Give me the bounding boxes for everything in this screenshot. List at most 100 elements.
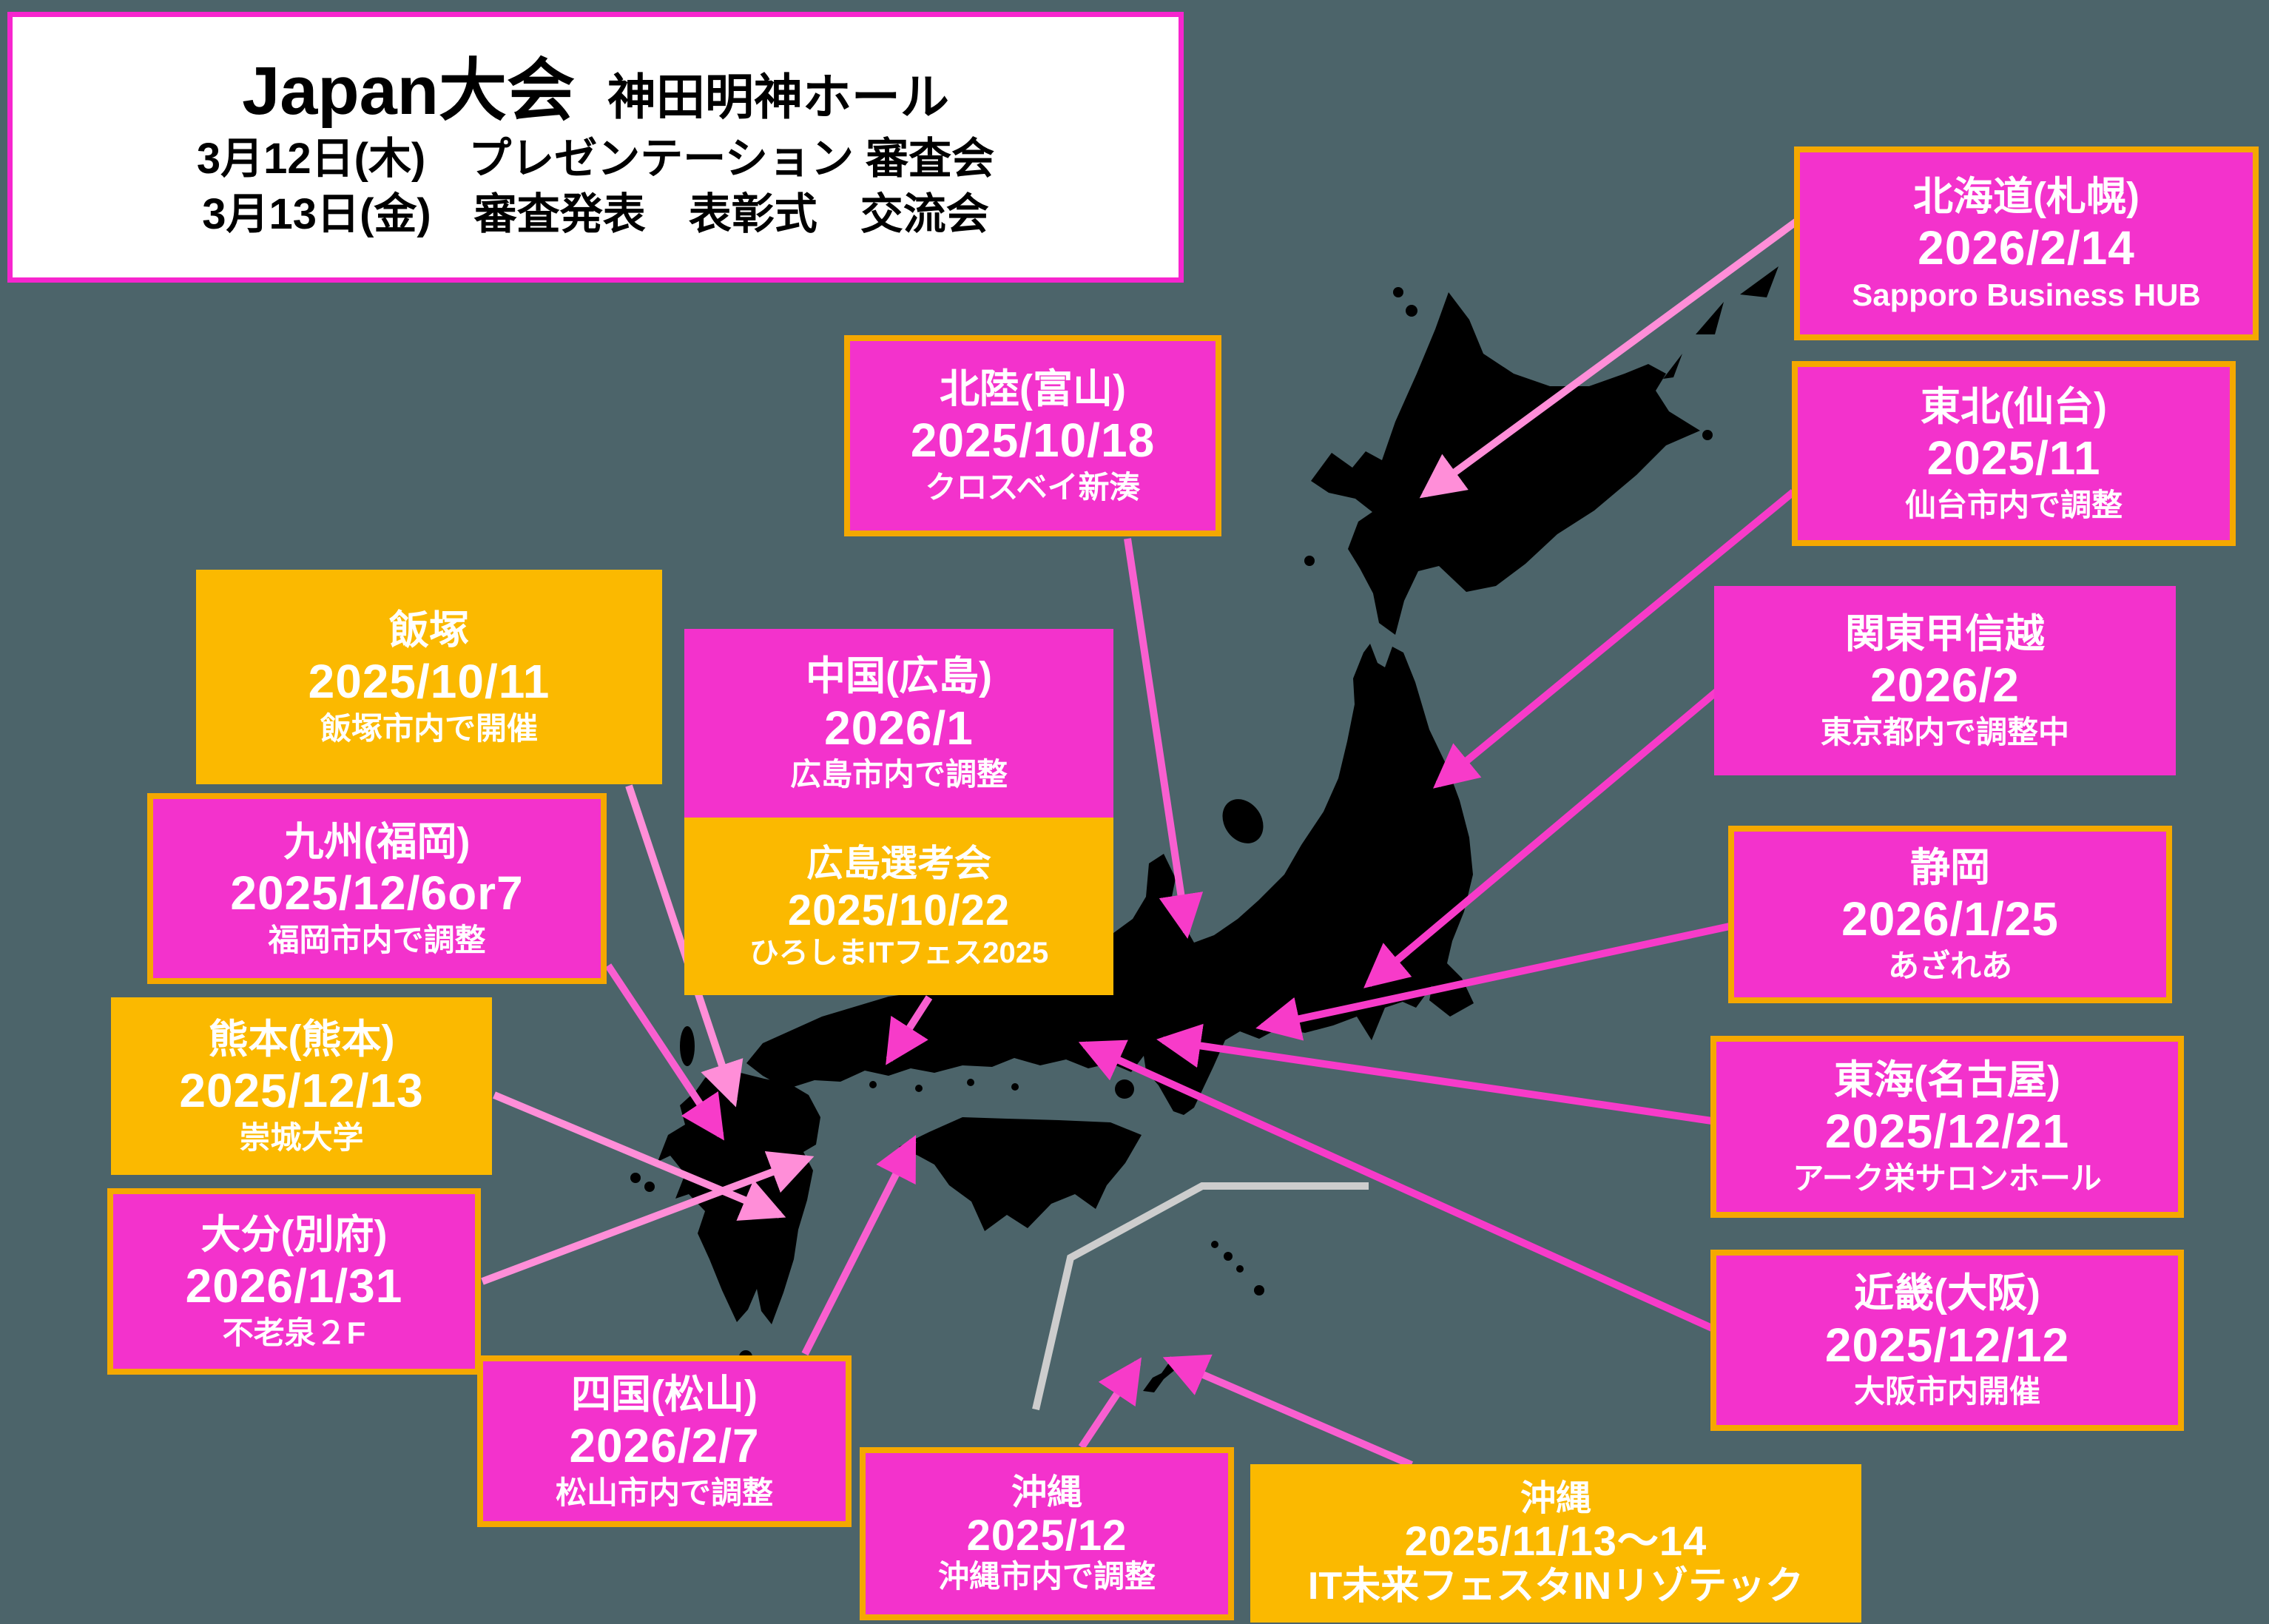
region-box-hokkaido: 北海道(札幌) 2026/2/14 Sapporo Business HUB: [1794, 146, 2259, 340]
region-box-shikoku: 四国(松山) 2026/2/7 松山市内で調整: [477, 1355, 852, 1527]
title-day2: 3月13日(金) 審査発表 表彰式 交流会: [202, 189, 989, 238]
arrow-hokkaido: [1419, 217, 1800, 499]
arrow-kumamoto: [493, 1091, 786, 1221]
region-venue: 松山市内で調整: [555, 1475, 773, 1510]
map-amami-island: [1254, 1285, 1264, 1296]
map-island: [1673, 418, 1683, 428]
title-hall: [594, 70, 607, 124]
region-date: 2025/10/22: [787, 886, 1011, 934]
region-venue: 福岡市内で調整: [268, 922, 486, 957]
region-venue: クロスベイ新湊: [925, 469, 1141, 505]
region-venue: 不老泉２F: [222, 1315, 366, 1350]
region-date: 2025/12/13: [179, 1064, 424, 1118]
region-date: 2025/10/18: [910, 414, 1156, 468]
region-title: 飯塚: [389, 607, 469, 653]
title-day1: 3月12日(木) プレゼンテーション 審査会: [196, 134, 995, 183]
region-date: 2025/12: [966, 1512, 1127, 1560]
region-title: 四国(松山): [571, 1372, 758, 1417]
region-title: 北陸(富山): [940, 366, 1126, 411]
region-box-iizuka: 飯塚 2025/10/11 飯塚市内で開催: [196, 570, 662, 784]
region-box-tohoku: 東北(仙台) 2025/11 仙台市内で調整: [1792, 361, 2236, 546]
region-box-hiroshima-senkokai: 広島選考会 2025/10/22 ひろしまITフェス2025: [684, 818, 1113, 995]
map-island: [1304, 556, 1315, 566]
map-tsushima: [680, 1026, 695, 1066]
region-date: 2026/2/14: [1918, 221, 2135, 275]
map-amami-island: [1236, 1265, 1244, 1273]
region-title: 北海道(札幌): [1913, 174, 2140, 219]
region-title: 広島選考会: [806, 842, 991, 884]
region-title: 近畿(大阪): [1854, 1271, 2040, 1316]
region-venue: 飯塚市内で開催: [320, 710, 538, 746]
region-box-hokuriku: 北陸(富山) 2025/10/18 クロスベイ新湊: [844, 335, 1221, 536]
region-title: 九州(福岡): [283, 819, 471, 864]
map-island: [1702, 430, 1713, 440]
region-title: 東北(仙台): [1921, 384, 2107, 429]
region-venue: 東京都内で調整中: [1820, 714, 2069, 749]
region-title: 大分(別府): [200, 1212, 388, 1257]
arrow-okinawa-nov: [1162, 1354, 1413, 1469]
map-hokkaido: [1311, 292, 1700, 635]
map-sado-island: [1222, 799, 1264, 843]
region-venue: あざれあ: [1887, 948, 2012, 983]
map-island: [695, 1120, 707, 1132]
region-venue: アーク栄サロンホール: [1793, 1160, 2102, 1196]
arrow-shikoku: [801, 1134, 917, 1356]
region-date: 2025/12/6or7: [230, 866, 524, 920]
map-island: [644, 1182, 655, 1192]
map-island: [1011, 1083, 1019, 1091]
region-box-kumamoto: 熊本(熊本) 2025/12/13 崇城大学: [111, 997, 492, 1175]
arrow-shizuoka: [1255, 923, 1731, 1041]
region-date: 2025/11/13～14: [1404, 1517, 1707, 1565]
arrow-hiroshima: [886, 995, 933, 1065]
region-box-oita: 大分(別府) 2026/1/31 不老泉２F: [107, 1188, 481, 1375]
arrow-kinki: [1078, 1040, 1714, 1332]
region-date: 2026/1/25: [1841, 892, 2059, 946]
region-date: 2025/10/11: [308, 655, 550, 709]
region-box-kyushu: 九州(福岡) 2025/12/6or7 福岡市内で調整: [147, 793, 607, 984]
region-venue: 仙台市内で調整: [1904, 487, 2123, 522]
region-date: 2025/12/21: [1824, 1105, 2070, 1159]
okinawa-divider-line: [1032, 1182, 1369, 1411]
region-venue: 大阪市内開催: [1853, 1374, 2040, 1409]
map-island: [1406, 305, 1417, 317]
arrow-tokai: [1156, 1023, 1713, 1125]
region-title: 静岡: [1910, 845, 1990, 890]
arrow-iizuka: [625, 784, 744, 1108]
region-venue: Sapporo Business HUB: [1852, 277, 2201, 312]
arrow-kanto: [1363, 689, 1719, 988]
region-date: 2026/2: [1870, 658, 2020, 712]
region-date: 2026/2/7: [569, 1419, 760, 1473]
region-date: 2025/12/12: [1824, 1318, 2070, 1372]
region-box-kanto-koshinetsu: 関東甲信越 2026/2 東京都内で調整中: [1714, 586, 2176, 775]
region-date: 2026/1: [824, 701, 974, 755]
map-northern-islands: [1663, 266, 1779, 379]
map-amami-island: [1224, 1252, 1233, 1261]
title-box: Japan大会 神田明神ホール 3月12日(木) プレゼンテーション 審査会 3…: [7, 12, 1184, 283]
title-main: Japan大会: [242, 53, 575, 129]
region-title: 関東甲信越: [1845, 611, 2045, 656]
region-title: 沖縄: [1520, 1478, 1591, 1518]
map-island: [1393, 287, 1403, 297]
map-island: [869, 1081, 877, 1088]
arrow-kyushu: [604, 963, 724, 1141]
region-date: 2026/1/31: [185, 1259, 403, 1313]
region-venue: ひろしまITフェス2025: [749, 937, 1049, 970]
region-title: 東海(名古屋): [1834, 1057, 2060, 1102]
arrow-tohoku: [1433, 489, 1796, 789]
map-island: [915, 1085, 923, 1092]
arrow-oita: [481, 1150, 815, 1285]
region-box-okinawa-nov: 沖縄 2025/11/13～14 IT未来フェスタINリゾテック: [1250, 1464, 1861, 1623]
region-box-shizuoka: 静岡 2026/1/25 あざれあ: [1728, 826, 2172, 1003]
map-amami-island: [1211, 1241, 1218, 1248]
region-title: 中国(広島): [806, 654, 992, 699]
region-venue: 崇城大学: [239, 1119, 364, 1155]
arrow-okinawa-dec: [1078, 1357, 1142, 1449]
region-box-chugoku: 中国(広島) 2026/1 広島市内で調整: [684, 629, 1113, 818]
map-awaji: [1115, 1079, 1134, 1099]
region-title: 沖縄: [1011, 1472, 1082, 1512]
region-box-tokai: 東海(名古屋) 2025/12/21 アーク栄サロンホール: [1710, 1036, 2184, 1218]
region-box-kinki: 近畿(大阪) 2025/12/12 大阪市内開催: [1710, 1250, 2184, 1431]
map-island: [967, 1079, 974, 1086]
